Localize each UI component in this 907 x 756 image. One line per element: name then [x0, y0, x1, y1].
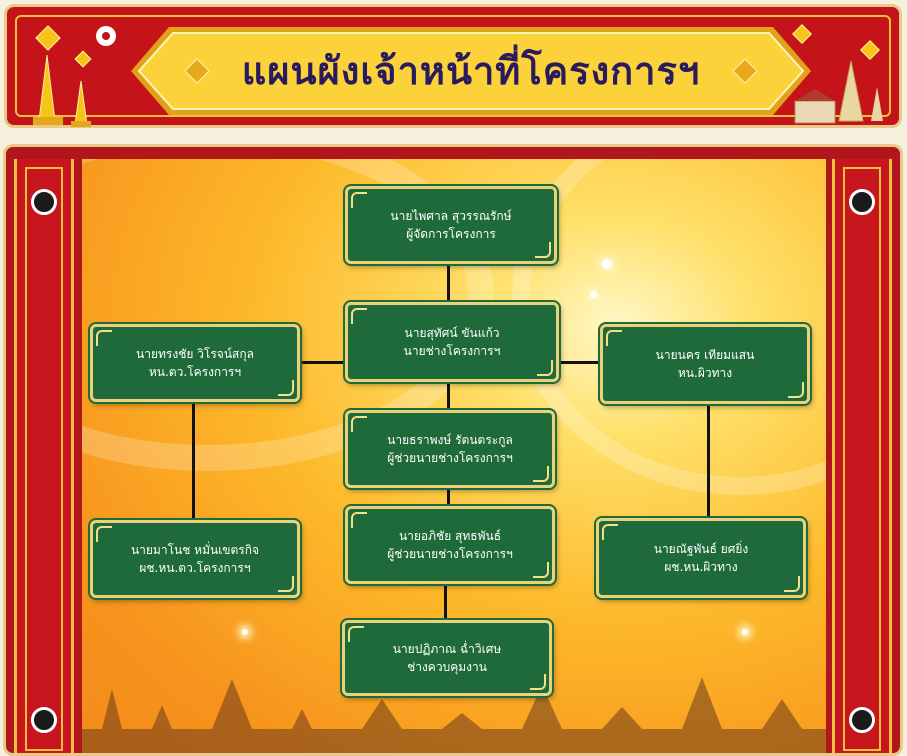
node-role: หน.ผิวทาง	[677, 366, 733, 380]
node-road-assistant: นายณัฐพันธ์ ยศยิ่ง ผช.หน.ผิวทาง	[596, 518, 806, 598]
mandala-icon	[849, 189, 875, 215]
node-road-head: นายนคร เทียมแสน หน.ผิวทาง	[600, 324, 810, 404]
sparkle	[742, 629, 748, 635]
header-banner: แผนผังเจ้าหน้าที่โครงการฯ	[4, 4, 902, 128]
connector	[707, 402, 710, 522]
connector	[447, 382, 450, 410]
node-assistant-engineer: นายธราพงษ์ รัตนตระกูล ผู้ช่วยนายช่างโครง…	[345, 410, 555, 488]
node-role: ผู้ช่วยนายช่างโครงการฯ	[387, 547, 513, 561]
node-name: นายธราพงษ์ รัตนตระกูล	[387, 433, 513, 447]
node-role: ผู้ช่วยนายช่างโครงการฯ	[387, 451, 513, 465]
node-manager: นายไพศาล สุวรรณรักษ์ ผู้จัดการโครงการ	[345, 186, 557, 264]
mandala-icon	[31, 707, 57, 733]
flower-icon	[96, 26, 116, 46]
node-name: นายนคร เทียมแสน	[655, 348, 755, 362]
node-engineer: นายสุทัศน์ ขันแก้ว นายช่างโครงการฯ	[345, 302, 559, 382]
connector	[298, 361, 348, 364]
sparkle	[242, 629, 248, 635]
temple-silhouette	[82, 677, 826, 753]
connector	[192, 402, 195, 522]
node-assistant-engineer: นายอภิชัย สุทธพันธ์ ผู้ช่วยนายช่างโครงกา…	[345, 506, 555, 584]
connector	[447, 488, 450, 508]
pagoda-icon	[33, 54, 91, 127]
node-qc-assistant: นายมาโนช หมั่นเขตรกิจ ผช.หน.ตว.โครงการฯ	[90, 520, 300, 598]
node-role: นายช่างโครงการฯ	[403, 344, 501, 358]
left-pillar	[14, 159, 74, 753]
title-plate: แผนผังเจ้าหน้าที่โครงการฯ	[129, 25, 813, 117]
node-name: นายอภิชัย สุทธพันธ์	[398, 529, 502, 543]
node-role: ผช.หน.ผิวทาง	[664, 560, 738, 574]
node-qc-head: นายทรงชัย วิโรจน์สกุล หน.ตว.โครงการฯ	[90, 324, 300, 402]
node-name: นายไพศาล สุวรรณรักษ์	[390, 209, 512, 223]
mandala-icon	[31, 189, 57, 215]
mandala-icon	[849, 707, 875, 733]
right-pillar	[832, 159, 892, 753]
connector	[447, 262, 450, 306]
node-name: นายทรงชัย วิโรจน์สกุล	[136, 347, 254, 361]
node-name: นายปฏิภาณ ฉ่ำวิเศษ	[392, 642, 502, 656]
header-inner-border	[15, 15, 891, 117]
sparkle	[590, 291, 597, 298]
page-title: แผนผังเจ้าหน้าที่โครงการฯ	[241, 48, 701, 93]
connector	[444, 584, 447, 622]
node-name: นายมาโนช หมั่นเขตรกิจ	[130, 543, 260, 557]
temple-icon	[794, 60, 883, 124]
node-role: หน.ตว.โครงการฯ	[148, 365, 242, 379]
node-role: ช่างควบคุมงาน	[407, 660, 487, 674]
node-role: ผช.หน.ตว.โครงการฯ	[139, 561, 251, 575]
node-supervisor: นายปฏิภาณ ฉ่ำวิเศษ ช่างควบคุมงาน	[342, 620, 552, 696]
node-name: นายสุทัศน์ ขันแก้ว	[404, 326, 500, 340]
node-role: ผู้จัดการโครงการ	[406, 227, 496, 241]
sparkle	[602, 259, 612, 269]
connector	[558, 361, 602, 364]
node-name: นายณัฐพันธ์ ยศยิ่ง	[653, 542, 749, 556]
